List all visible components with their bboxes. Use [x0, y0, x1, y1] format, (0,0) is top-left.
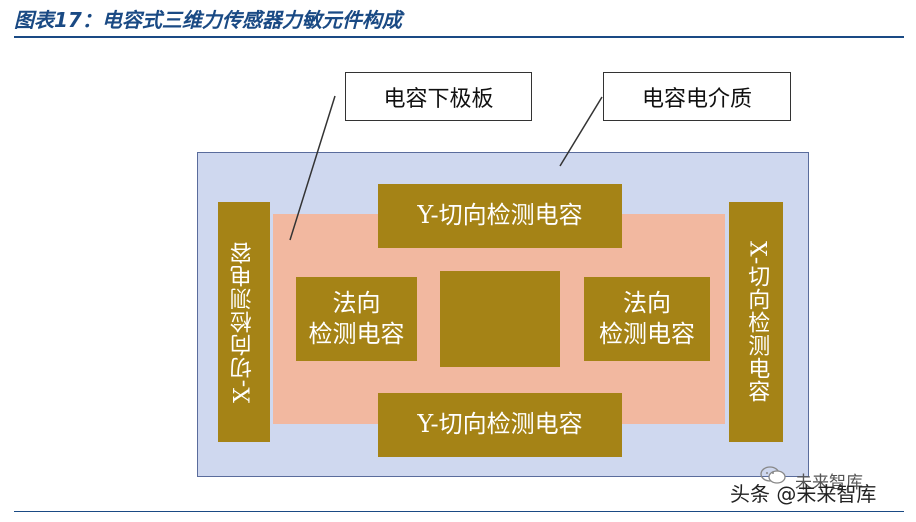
normal-capacitor-left: 法向 检测电容: [296, 277, 417, 361]
title-divider: [14, 36, 904, 38]
wechat-icon: [760, 466, 786, 484]
figure-title: 图表17：电容式三维力传感器力敏元件构成: [14, 8, 402, 32]
x-shear-capacitor-right: X-切向检测电容: [729, 202, 783, 442]
lower-plate-leader: [289, 95, 336, 241]
dielectric-leader: [559, 96, 603, 167]
center-electrode: [440, 271, 560, 367]
y-shear-capacitor-bottom: Y-切向检测电容: [378, 393, 622, 457]
watermark-text: 头条 @未来智库: [730, 482, 877, 506]
watermark-top: 未来智库: [795, 473, 863, 493]
lower-plate-callout: 电容下极板: [345, 72, 532, 121]
normal-capacitor-right: 法向 检测电容: [584, 277, 710, 361]
y-shear-capacitor-top: Y-切向检测电容: [378, 184, 622, 248]
footer-divider: [14, 511, 904, 512]
dielectric-callout: 电容电介质: [603, 72, 791, 121]
